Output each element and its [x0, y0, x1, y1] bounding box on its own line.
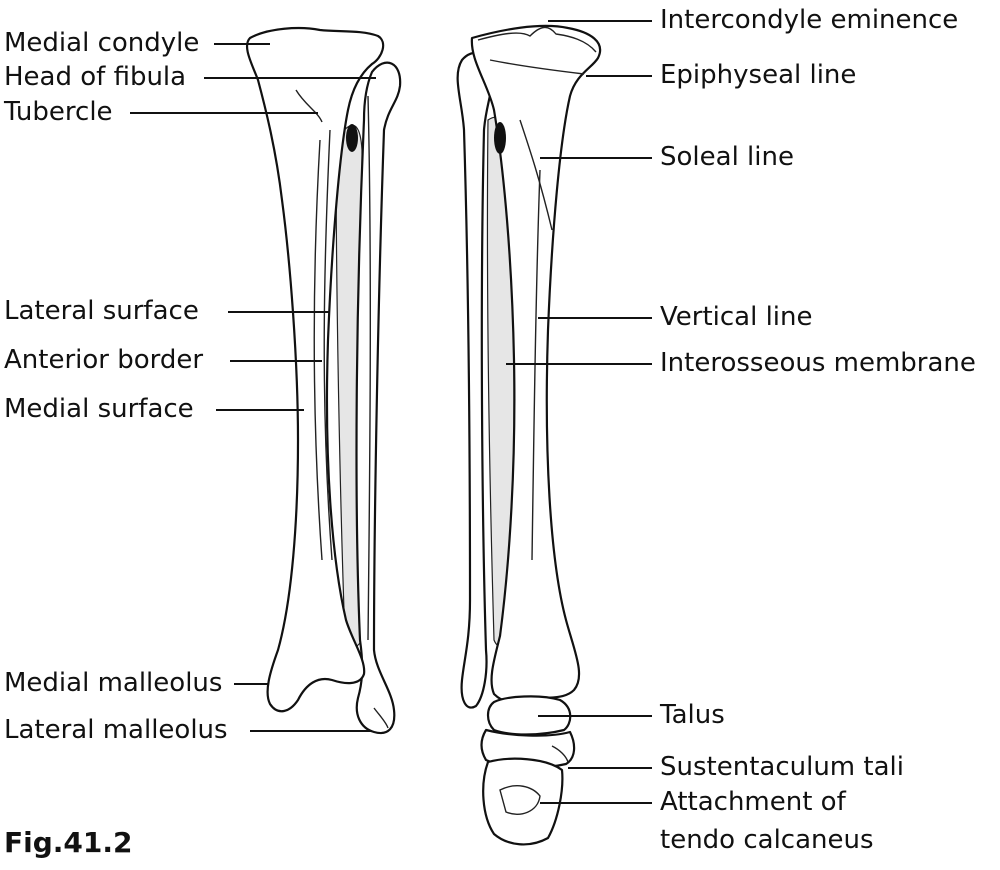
label-soleal-line: Soleal line	[660, 142, 794, 172]
right-intercondylar-ridge	[477, 26, 597, 53]
left-lateral-surface-line	[313, 139, 323, 561]
label-medial-malleolus: Medial malleolus	[4, 668, 223, 698]
right-nutrient-gap	[494, 122, 506, 154]
label-lateral-surface: Lateral surface	[4, 296, 199, 326]
label-head-of-fibula: Head of fibula	[4, 62, 187, 92]
leader-lines	[130, 20, 652, 804]
label-lateral-malleolus: Lateral malleolus	[4, 715, 228, 745]
right-calcaneus-heel	[482, 757, 564, 846]
label-vertical-line: Vertical line	[660, 302, 813, 332]
label-attachment-line2: tendo calcaneus	[660, 825, 874, 855]
label-attachment-line1: Attachment of	[660, 787, 846, 817]
right-sustentaculum-contour	[551, 745, 569, 763]
label-talus: Talus	[660, 700, 725, 730]
left-tubercle-contour	[295, 89, 323, 123]
left-anterior-border-line	[323, 129, 333, 561]
label-tubercle: Tubercle	[4, 97, 113, 127]
label-interosseous-membrane: Interosseous membrane	[660, 348, 976, 378]
label-epiphyseal-line: Epiphyseal line	[660, 60, 857, 90]
left-fibula	[355, 61, 402, 735]
left-malleolus-ridge	[373, 707, 389, 729]
label-intercondyle-eminence: Intercondyle eminence	[660, 5, 959, 35]
label-anterior-border: Anterior border	[4, 345, 204, 375]
label-sustentaculum-tali: Sustentaculum tali	[660, 752, 904, 782]
right-vertical-line	[531, 169, 541, 561]
posterior-view	[456, 24, 602, 846]
anterior-view	[245, 26, 402, 735]
right-tendo-attachment	[499, 785, 541, 815]
right-soleal-line	[519, 119, 553, 231]
label-medial-surface: Medial surface	[4, 394, 194, 424]
figure-label: Fig.41.2	[4, 826, 133, 859]
right-talus	[486, 695, 572, 736]
right-epiphyseal-line	[489, 59, 585, 75]
right-fibula	[456, 51, 494, 709]
left-nutrient-gap	[346, 124, 358, 152]
left-fibula-shaft-line	[367, 95, 372, 641]
label-medial-condyle: Medial condyle	[4, 28, 200, 58]
